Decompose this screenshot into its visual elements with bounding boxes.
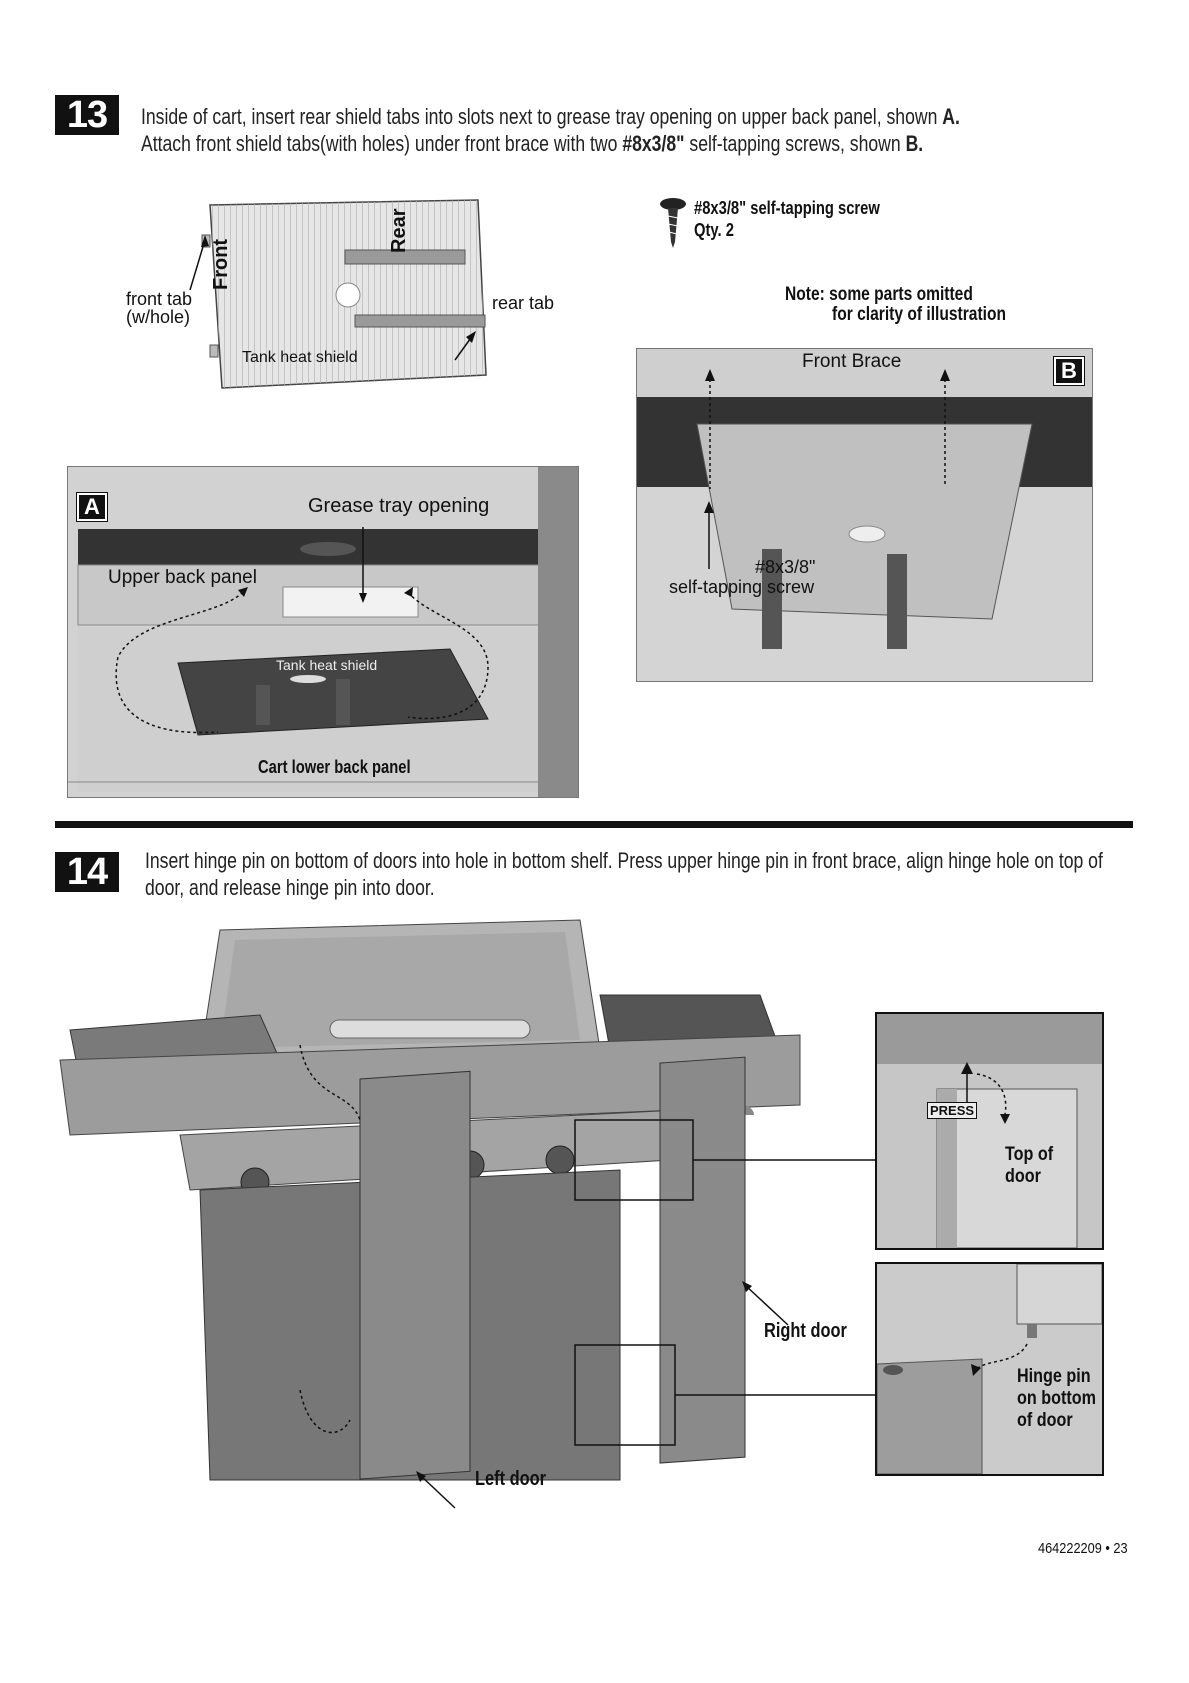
shield-illustration (189, 199, 487, 389)
detail-hinge-illustration (877, 1264, 1102, 1474)
screw-name: #8x3/8" self-tapping screw (694, 198, 880, 218)
left-door-label: Left door (475, 1468, 547, 1490)
step-14-line1: Insert hinge pin on bottom of doors into… (145, 848, 1103, 873)
note-line1: Note: some parts omitted (785, 284, 973, 305)
shield-name-label: Tank heat shield (242, 349, 358, 366)
step-14-instructions: Insert hinge pin on bottom of doors into… (145, 848, 1145, 900)
step-13-ref-a: A. (942, 104, 960, 129)
step-13-screw-ref: #8x3/8" (622, 131, 685, 156)
step-14-badge: 14 (55, 852, 119, 892)
note-line2: for clarity of illustration (832, 304, 1007, 325)
panel-a: A Grease tray opening Upper back panel T… (67, 466, 579, 798)
top-of-door-label: door (1005, 1166, 1041, 1187)
on-bottom-label: on bottom (1017, 1388, 1096, 1409)
hinge-pin-label: Hinge pin (1017, 1366, 1091, 1387)
panel-b-screw-label-1: #8x3/8" (755, 557, 816, 577)
shield-front-label: Front (210, 238, 232, 290)
detail-hinge-pin: Hinge pin on bottom of door (875, 1262, 1104, 1476)
panel-b-badge: B (1053, 356, 1085, 386)
step-13-line2a: Attach front shield tabs(with holes) und… (141, 131, 623, 156)
panel-b: Front Brace B #8x3/8" self-tapping screw (636, 348, 1093, 682)
step-13-badge: 13 (55, 95, 119, 135)
step-13-instructions: Inside of cart, insert rear shield tabs … (141, 104, 1141, 156)
front-tab-label: front tab (126, 289, 193, 309)
cart-lower-back-panel-label: Cart lower back panel (258, 757, 411, 777)
top-of-label: Top of (1005, 1144, 1054, 1165)
panel-b-illustration (637, 349, 1092, 681)
detail-top-illustration (877, 1014, 1102, 1248)
screw-icon (660, 198, 686, 248)
step-13-line1: Inside of cart, insert rear shield tabs … (141, 104, 943, 129)
of-door-label: of door (1017, 1410, 1073, 1431)
detail-top-of-door: PRESS Top of door (875, 1012, 1104, 1250)
panel-b-screw-label-2: self-tapping screw (669, 577, 815, 597)
press-label: PRESS (927, 1102, 978, 1119)
page-footer: 464222209 • 23 (1038, 1540, 1128, 1557)
shield-diagram: Rear Front front tab (w/hole) rear tab T… (110, 195, 570, 405)
section-divider (55, 821, 1133, 828)
grill-illustration (59, 919, 935, 1509)
front-tab-hole-label: (w/hole) (126, 307, 191, 327)
step-13-line2b: self-tapping screws, shown (684, 131, 906, 156)
panel-a-shield-label: Tank heat shield (276, 657, 378, 673)
rear-tab-label: rear tab (492, 293, 555, 313)
panel-a-badge: A (76, 492, 108, 522)
shield-rear-label: Rear (388, 208, 410, 253)
front-brace-label: Front Brace (802, 351, 902, 372)
screw-qty: Qty. 2 (694, 220, 734, 240)
step-13-ref-b: B. (905, 131, 924, 156)
right-door-label: Right door (764, 1320, 847, 1342)
step-14-line2: door, and release hinge pin into door. (145, 875, 435, 900)
upper-back-panel-label: Upper back panel (108, 567, 257, 588)
grease-tray-label: Grease tray opening (308, 495, 490, 517)
panel-a-illustration (68, 467, 578, 797)
